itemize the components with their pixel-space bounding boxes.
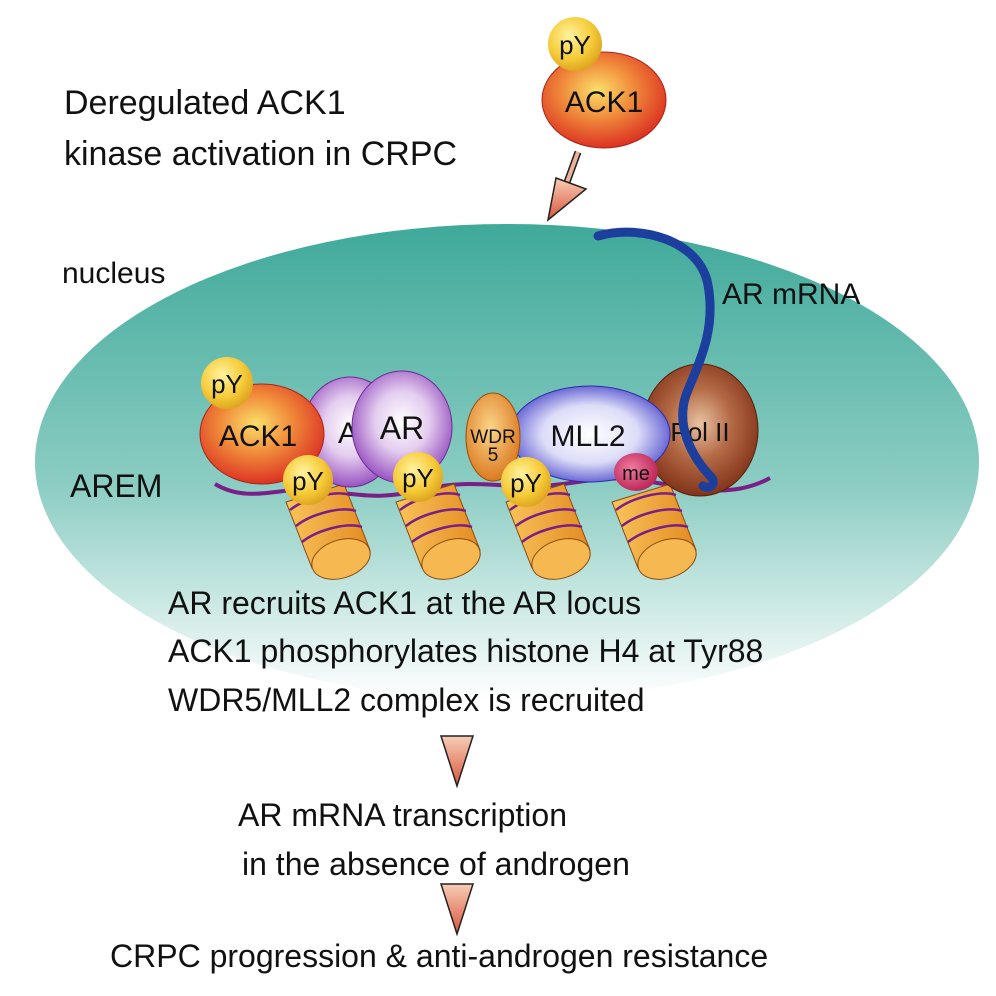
ar-mrna-ribbon (593, 227, 718, 492)
top-ack1-label: ACK1 (565, 86, 643, 119)
histone-py-badge-2 (393, 452, 443, 502)
ar-mrna-label: AR mRNA (722, 278, 860, 311)
arrow-step1-to-step2 (439, 735, 475, 789)
step2-line-2: in the absence of androgen (242, 846, 630, 882)
top-ack1-node (541, 51, 667, 149)
caption-line-1: Deregulated ACK1 (64, 84, 346, 122)
histone-py-badge-3 (501, 457, 551, 507)
arrow-step2-to-step3 (439, 883, 475, 937)
me-badge (614, 453, 658, 491)
step1-line-2: ACK1 phosphorylates histone H4 at Tyr88 (168, 633, 763, 669)
top-py-label: pY (559, 30, 591, 60)
complex-ack1-label: ACK1 (219, 420, 297, 453)
histone-py-label-3: pY (510, 468, 542, 498)
mll2-label: MLL2 (550, 420, 625, 453)
wdr5-label-line-1: WDR (470, 427, 515, 448)
histone-py-badge-1 (283, 455, 333, 505)
complex-ack1-py-label: pY (211, 369, 243, 399)
ar-front-label: AR (380, 410, 424, 446)
wdr5-node (465, 392, 521, 482)
me-label: me (622, 463, 650, 485)
step1-line-3: WDR5/MLL2 complex is recruited (168, 682, 645, 718)
histone-py-label-2: pY (402, 463, 434, 493)
complex-ack1-py-badge (201, 357, 253, 409)
arem-label: AREM (70, 468, 162, 504)
step2-line-1: AR mRNA transcription (238, 797, 567, 833)
histone-4 (611, 483, 697, 580)
arrow-ack1-to-nucleus (546, 150, 588, 222)
nucleus-label: nucleus (62, 257, 165, 290)
step3-line-1: CRPC progression & anti-androgen resista… (110, 938, 768, 974)
histone-2 (395, 483, 481, 580)
wdr5-label-line-2: 5 (488, 445, 499, 466)
complex-ack1-node (199, 383, 325, 485)
step1-line-1: AR recruits ACK1 at the AR locus (168, 585, 641, 621)
caption-line-2: kinase activation in CRPC (64, 135, 457, 173)
histone-py-label-1: pY (292, 466, 324, 496)
top-py-badge (548, 17, 602, 71)
top-ack1-group: pY ACK1 (541, 17, 667, 149)
